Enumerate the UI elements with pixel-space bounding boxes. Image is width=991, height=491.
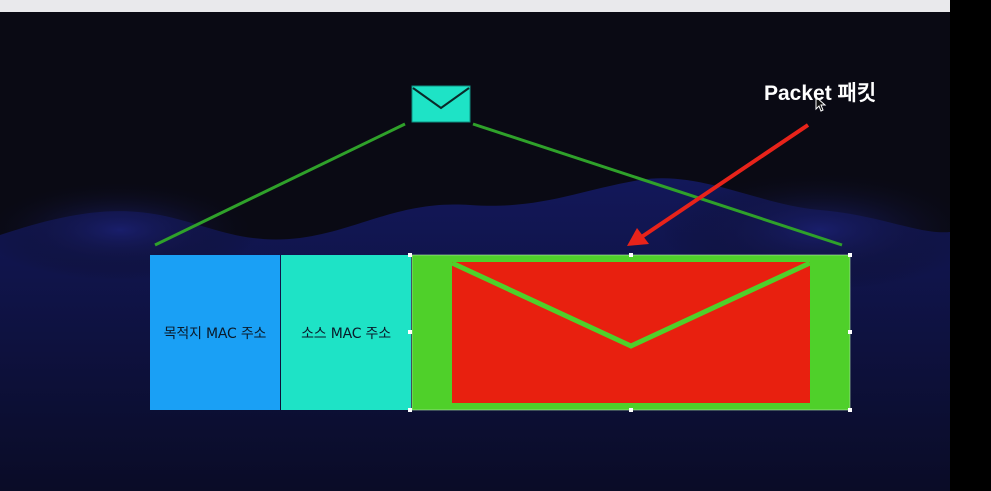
selection-handle[interactable] — [848, 253, 852, 257]
selection-handle[interactable] — [408, 253, 412, 257]
selection-handle[interactable] — [629, 408, 633, 412]
packet-label: Packet 패킷 — [764, 82, 877, 105]
src-mac-cell: 소스 MAC 주소 — [281, 255, 411, 410]
annotation-arrow — [627, 123, 810, 246]
window-top-strip — [0, 0, 950, 12]
selection-handle[interactable] — [408, 330, 412, 334]
src-mac-label: 소스 MAC 주소 — [301, 325, 391, 342]
background-glow — [0, 180, 260, 280]
right-edge-bar — [950, 0, 991, 491]
selection-handle[interactable] — [408, 408, 412, 412]
selection-handle[interactable] — [848, 330, 852, 334]
envelope-icon — [411, 85, 471, 123]
bracket-line-left — [154, 122, 406, 247]
payload-cell — [412, 255, 850, 410]
diagram-scene — [0, 85, 950, 491]
selection-handle[interactable] — [629, 253, 633, 257]
dest-mac-label: 목적지 MAC 주소 — [163, 325, 267, 342]
envelope-icon — [450, 260, 812, 403]
mouse-cursor-icon — [815, 95, 827, 112]
bracket-line-right — [472, 122, 843, 247]
dest-mac-cell: 목적지 MAC 주소 — [150, 255, 280, 410]
selection-handle[interactable] — [848, 408, 852, 412]
